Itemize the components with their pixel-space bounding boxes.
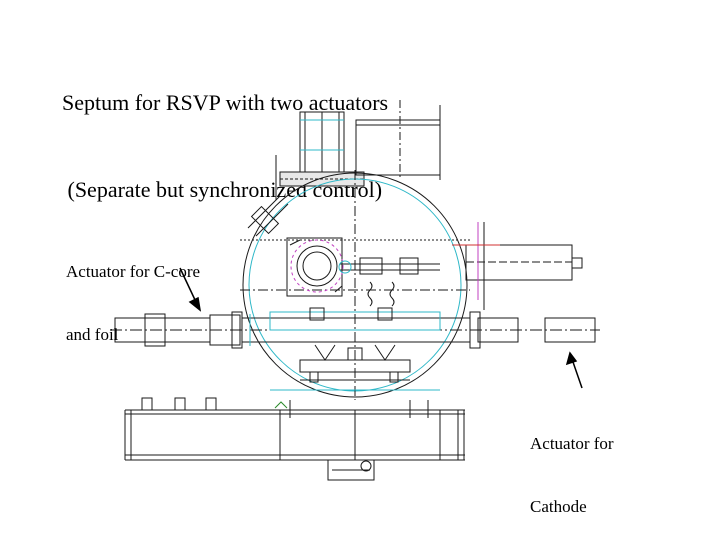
bottom-detail bbox=[327, 459, 375, 481]
vacuum-chamber bbox=[240, 170, 470, 400]
top-support-column bbox=[275, 111, 365, 200]
callout-arrow-right bbox=[565, 351, 583, 389]
callout-right-line-1: Actuator for bbox=[530, 434, 614, 453]
callout-arrow-left bbox=[179, 267, 202, 312]
title-line-1: Septum for RSVP with two actuators bbox=[62, 90, 389, 115]
internal-supports bbox=[270, 344, 440, 391]
callout-left-line-1: Actuator for C-core bbox=[66, 262, 201, 281]
callout-right-line-2: Cathode bbox=[530, 497, 587, 516]
inner-actuator-rods bbox=[338, 257, 440, 307]
bottom-table-frame bbox=[124, 397, 465, 461]
callout-label-cathode-actuator: Actuator for Cathode bbox=[530, 391, 614, 538]
callout-label-cc-foil-actuator: Actuator for C-core and foil bbox=[66, 219, 200, 366]
top-right-frame bbox=[355, 100, 441, 180]
callout-left-line-2: and foil bbox=[66, 325, 119, 344]
c-core bbox=[286, 237, 344, 297]
diagonal-flange bbox=[247, 195, 289, 237]
cathode-actuator-body bbox=[452, 222, 583, 310]
horizontal-beamline bbox=[110, 307, 600, 349]
